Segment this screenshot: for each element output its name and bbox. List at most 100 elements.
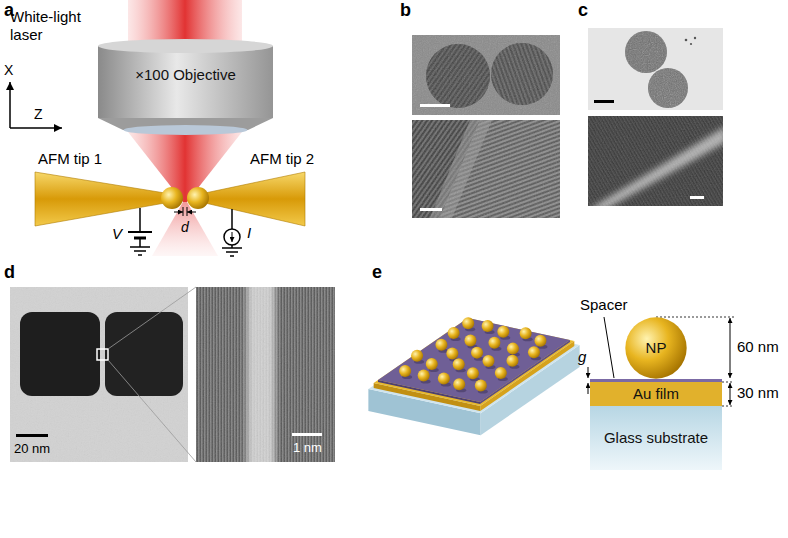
node-text: ×100 Objective [135,66,235,83]
afm-tip [205,172,305,226]
tem-image [412,120,560,218]
figure-part [196,287,335,462]
nanoparticle [482,355,495,369]
nanoparticle [399,365,412,379]
particle-outline [625,317,686,378]
nanoparticle [534,335,547,349]
panel-letter: d [4,262,15,284]
dimension-label: 30 nm [737,384,779,402]
layer-label: Spacer [580,296,628,314]
dimension-label: 30 nm [737,384,779,402]
nanoparticle [453,358,465,370]
panel-letter: e [372,262,382,284]
nanoparticle [507,343,520,357]
nanoparticle [453,378,466,392]
figure-part [134,250,146,252]
tip-label: AFM tip 2 [250,150,314,168]
figure-part [690,43,692,45]
figure-part [130,246,150,248]
nanoparticle [467,367,479,379]
nanoparticle [520,327,533,341]
figure-part [196,287,335,462]
current-source [222,209,242,256]
nanoparticle [528,346,540,358]
current-symbol: I [247,224,251,242]
panel-letter: c [578,0,588,22]
layer-label: Spacer [580,296,628,314]
tip-label: AFM tip 1 [38,150,102,168]
objective-lens-glass [124,125,248,135]
figure-part [412,120,560,218]
scale-label: 1 nm [293,440,322,456]
laser-label: White-light laser [10,8,98,44]
nanoparticle [475,379,488,393]
dimension-line [722,382,734,383]
nanoparticle [438,372,451,386]
figure-part [588,28,723,110]
dimension-label: 60 nm [737,338,779,356]
panel-letter: b [400,0,411,22]
inset-box [97,349,108,360]
nanoparticle [506,355,518,367]
node-text: Au film [633,385,679,402]
scale-bar [420,104,450,107]
diverging-beam [152,202,218,256]
figure-part [10,287,188,462]
axis-label: Z [34,106,43,123]
nanoparticle [411,350,423,362]
gap-arrow [174,212,183,213]
scale-bar [16,434,48,437]
nanoparticle [453,378,465,390]
objective-top [98,39,273,53]
nanoparticle [506,355,519,369]
nanoparticle [520,327,532,339]
dimension-line [656,317,734,318]
laser-label: White-light laser [10,8,98,44]
scale-bar [594,100,614,103]
leader-line [604,317,614,378]
tem-image [196,287,335,462]
nanoparticle [467,367,480,381]
cross-section [588,317,734,406]
scale-bar [420,208,442,211]
nanoparticle [418,370,431,384]
spacer-layer [378,318,570,402]
nanoparticle [482,320,495,334]
nanoparticle [462,317,474,329]
figure-part [685,39,688,42]
nanoparticle [488,337,501,351]
panel-letter: c [578,0,588,22]
nanoparticle [462,317,475,331]
nanoparticle [435,339,447,351]
figure-part [196,287,335,462]
axis-arrow [10,127,62,129]
node-text: NP [646,339,667,356]
dimension-line [730,318,731,328]
figure-part [139,208,141,232]
scale-label: 20 nm [14,441,50,457]
dimension-line [730,383,731,394]
axis-label: Z [34,106,43,123]
tip-label: AFM tip 2 [250,150,314,168]
current-symbol: I [247,224,251,242]
tem-image [588,116,723,206]
nanoparticle [411,350,424,364]
figure-part [412,120,560,218]
nanoparticle [448,327,461,341]
nanoparticle [448,327,460,339]
figure-part [128,231,152,233]
figure-part [412,35,560,115]
dimension-line [730,394,731,405]
afm-tip [35,172,165,226]
figure-part [230,255,234,257]
nanoparticle [482,355,494,367]
panel-letter: d [4,262,15,284]
gap-label: g [578,348,586,366]
scale-label: 20 nm [14,441,50,457]
scale-bar [292,433,322,436]
gold-sphere [187,187,209,209]
gold-sphere [161,187,183,209]
dimension-label: 60 nm [737,338,779,356]
